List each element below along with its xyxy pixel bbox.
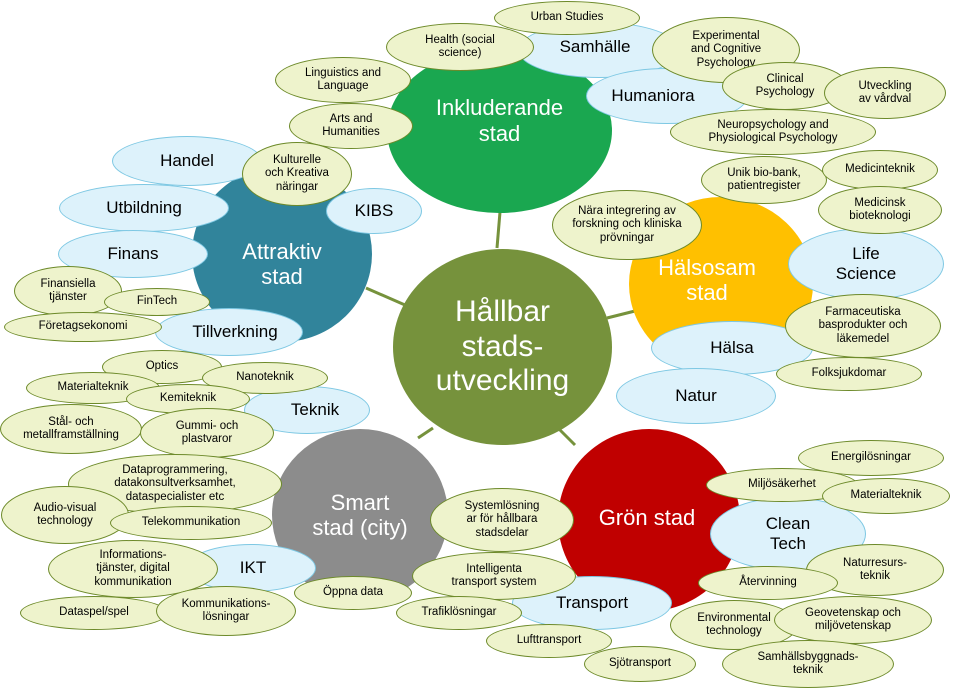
node-utbildning: Utbildning <box>59 184 229 232</box>
center-hallbar-stadsutveckling: Hållbar stads- utveckling <box>393 249 612 445</box>
node-foretagsekonomi: Företagsekonomi <box>4 312 162 342</box>
node-trafiklosningar: Trafiklösningar <box>396 596 522 630</box>
node-natur: Natur <box>616 368 776 424</box>
node-oppna-data: Öppna data <box>294 576 412 610</box>
node-folksjukdomar: Folksjukdomar <box>776 357 922 391</box>
node-health-social-science: Health (social science) <box>386 23 534 71</box>
node-samhallsbyggnadsteknik: Samhällsbyggnads- teknik <box>722 640 894 688</box>
node-intelligenta-transport: Intelligenta transport system <box>412 552 576 600</box>
node-urban-studies: Urban Studies <box>494 1 640 35</box>
node-fintech: FinTech <box>104 288 210 316</box>
node-sjotransport: Sjötransport <box>584 646 696 682</box>
node-tillverkning: Tillverkning <box>155 308 303 356</box>
node-atervinning: Återvinning <box>698 566 838 600</box>
node-kulturelle-kreativa: Kulturelle och Kreativa näringar <box>242 142 352 206</box>
node-linguistics: Linguistics and Language <box>275 57 411 103</box>
node-dataspel: Dataspel/spel <box>20 596 168 630</box>
node-unik-biobank: Unik bio-bank, patientregister <box>701 156 827 204</box>
node-farmaceutiska: Farmaceutiska basprodukter och läkemedel <box>785 294 941 358</box>
node-arts-humanities: Arts and Humanities <box>289 103 413 149</box>
node-medicinsk-bioteknologi: Medicinsk bioteknologi <box>818 186 942 234</box>
node-utveckling-av-vardval: Utveckling av vårdval <box>824 67 946 119</box>
node-telekommunikation: Telekommunikation <box>110 506 272 540</box>
hub-inkluderande-stad: Inkluderande stad <box>387 48 612 213</box>
node-kibs: KIBS <box>326 188 422 234</box>
node-informationstjanster: Informations- tjänster, digital kommunik… <box>48 540 218 598</box>
node-stal-metall: Stål- och metallframställning <box>0 404 142 454</box>
node-geovetenskap: Geovetenskap och miljövetenskap <box>774 596 932 644</box>
node-nara-integrering: Nära integrering av forskning och klinis… <box>552 190 702 260</box>
node-experimental-psychology: Experimental and Cognitive Psychology <box>652 17 800 83</box>
node-medicinteknik: Medicinteknik <box>822 150 938 190</box>
node-lufttransport: Lufttransport <box>486 624 612 658</box>
node-finans: Finans <box>58 230 208 278</box>
node-neuropsychology: Neuropsychology and Physiological Psycho… <box>670 109 876 155</box>
node-gummi-plast: Gummi- och plastvaror <box>140 408 274 458</box>
node-handel: Handel <box>112 136 262 186</box>
node-systemlosningar: Systemlösning ar för hållbara stadsdelar <box>430 488 574 552</box>
node-audio-visual: Audio-visual technology <box>1 486 129 544</box>
node-materialteknik-gron: Materialteknik <box>822 478 950 514</box>
node-finansiella-tjanster: Finansiella tjänster <box>14 266 122 316</box>
node-life-science: Life Science <box>788 228 944 300</box>
node-kommunikationslosningar: Kommunikations- lösningar <box>156 586 296 636</box>
